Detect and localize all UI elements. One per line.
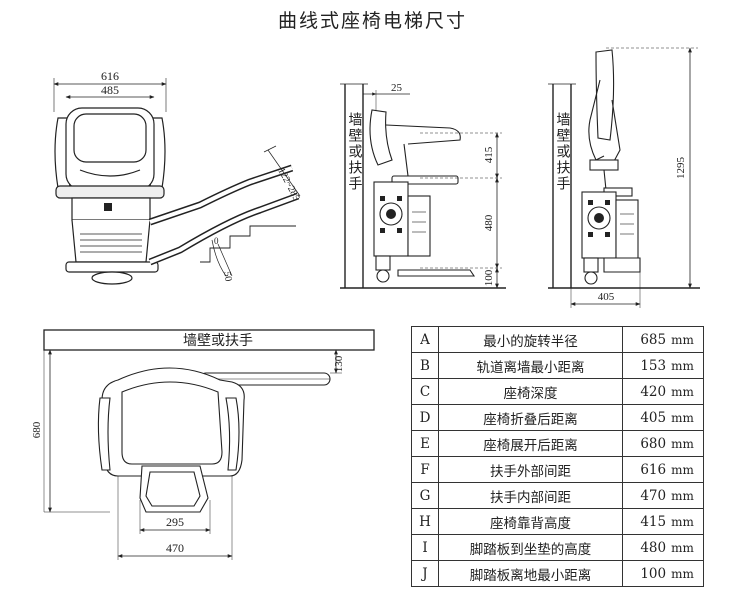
- row-value: 405: [640, 409, 667, 426]
- row-value: 420: [640, 383, 667, 400]
- spec-table: A 最小的旋转半径 685 mm B 轨道离墙最小距离 153 mm C 座椅深度 …: [411, 326, 704, 587]
- row-value: 616: [640, 461, 667, 478]
- folded-depth-label: 405: [598, 291, 615, 303]
- side-view-folded: [548, 47, 700, 308]
- total-height-label: 1295: [675, 157, 687, 180]
- row-value-cell: 420 mm: [622, 378, 704, 405]
- table-row: D 座椅折叠后距离 405 mm: [411, 404, 704, 431]
- row-value-cell: 616 mm: [622, 456, 704, 483]
- row-code: E: [411, 430, 439, 457]
- backrest-height-label: 415: [483, 146, 495, 163]
- row-value-cell: 685 mm: [622, 326, 704, 353]
- row-name: 座椅靠背高度: [438, 508, 623, 535]
- row-value-cell: 470 mm: [622, 482, 704, 509]
- row-value-cell: 480 mm: [622, 534, 704, 561]
- row-value: 470: [640, 487, 667, 504]
- row-code: G: [411, 482, 439, 509]
- row-code: D: [411, 404, 439, 431]
- front-outer-width-label: 616: [101, 69, 119, 83]
- row-unit: mm: [671, 358, 694, 373]
- row-name: 轨道离墙最小距离: [438, 352, 623, 379]
- row-unit: mm: [671, 384, 694, 399]
- front-inner-width-label: 485: [101, 83, 119, 97]
- row-code: F: [411, 456, 439, 483]
- row-value: 415: [640, 513, 667, 530]
- row-code: J: [411, 560, 439, 587]
- side-open-wall-label: 墙壁或扶手: [347, 112, 363, 192]
- top-inner-width-label: 295: [166, 515, 184, 529]
- row-value: 685: [640, 331, 667, 348]
- row-unit: mm: [671, 462, 694, 477]
- row-name: 脚踏板到坐垫的高度: [438, 534, 623, 561]
- table-row: H 座椅靠背高度 415 mm: [411, 508, 704, 535]
- table-row: G 扶手内部间距 470 mm: [411, 482, 704, 509]
- row-unit: mm: [671, 332, 694, 347]
- row-name: 扶手内部间距: [438, 482, 623, 509]
- wall-gap-label: 25: [391, 82, 403, 94]
- footrest-to-seat-label: 480: [483, 214, 495, 231]
- top-wall-label: 墙壁或扶手: [183, 333, 253, 349]
- row-value: 480: [640, 539, 667, 556]
- table-row: C 座椅深度 420 mm: [411, 378, 704, 405]
- table-row: I 脚踏板到坐垫的高度 480 mm: [411, 534, 704, 561]
- table-row: B 轨道离墙最小距离 153 mm: [411, 352, 704, 379]
- row-unit: mm: [671, 540, 694, 555]
- row-value: 680: [640, 435, 667, 452]
- row-unit: mm: [671, 514, 694, 529]
- row-value-cell: 415 mm: [622, 508, 704, 535]
- row-value-cell: 405 mm: [622, 404, 704, 431]
- row-value: 100: [640, 565, 667, 582]
- row-value-cell: 680 mm: [622, 430, 704, 457]
- row-name: 座椅折叠后距离: [438, 404, 623, 431]
- row-name: 座椅展开后距离: [438, 430, 623, 457]
- row-code: I: [411, 534, 439, 561]
- row-value: 153: [640, 357, 667, 374]
- side-folded-wall-label: 墙壁或扶手: [555, 112, 571, 192]
- top-outer-width-label: 470: [166, 541, 184, 555]
- side-view-open: [340, 83, 506, 289]
- seat-depth-label: 680: [31, 421, 43, 438]
- table-row: E 座椅展开后距离 680 mm: [411, 430, 704, 457]
- row-name: 座椅深度: [438, 378, 623, 405]
- front-view: [53, 78, 300, 285]
- row-unit: mm: [671, 436, 694, 451]
- row-unit: mm: [671, 410, 694, 425]
- row-name: 扶手外部间距: [438, 456, 623, 483]
- table-row: J 脚踏板离地最小距离 100 mm: [411, 560, 704, 587]
- table-row: A 最小的旋转半径 685 mm: [411, 326, 704, 353]
- row-name: 最小的旋转半径: [438, 326, 623, 353]
- row-value-cell: 100 mm: [622, 560, 704, 587]
- top-view: [43, 329, 375, 560]
- rail-small-angle-label: 0: [214, 236, 219, 246]
- footrest-to-floor-label: 100: [483, 269, 495, 286]
- row-unit: mm: [671, 488, 694, 503]
- rail-gap-label: 130: [333, 355, 345, 372]
- row-name: 脚踏板离地最小距离: [438, 560, 623, 587]
- page-title: 曲线式座椅电梯尺寸: [277, 10, 467, 32]
- rail-small-dim-label: 50: [221, 271, 234, 283]
- row-code: A: [411, 326, 439, 353]
- row-code: B: [411, 352, 439, 379]
- row-code: H: [411, 508, 439, 535]
- rail-angle-dimension: [211, 145, 301, 277]
- table-row: F 扶手外部间距 616 mm: [411, 456, 704, 483]
- row-code: C: [411, 378, 439, 405]
- row-value-cell: 153 mm: [622, 352, 704, 379]
- row-unit: mm: [671, 566, 694, 581]
